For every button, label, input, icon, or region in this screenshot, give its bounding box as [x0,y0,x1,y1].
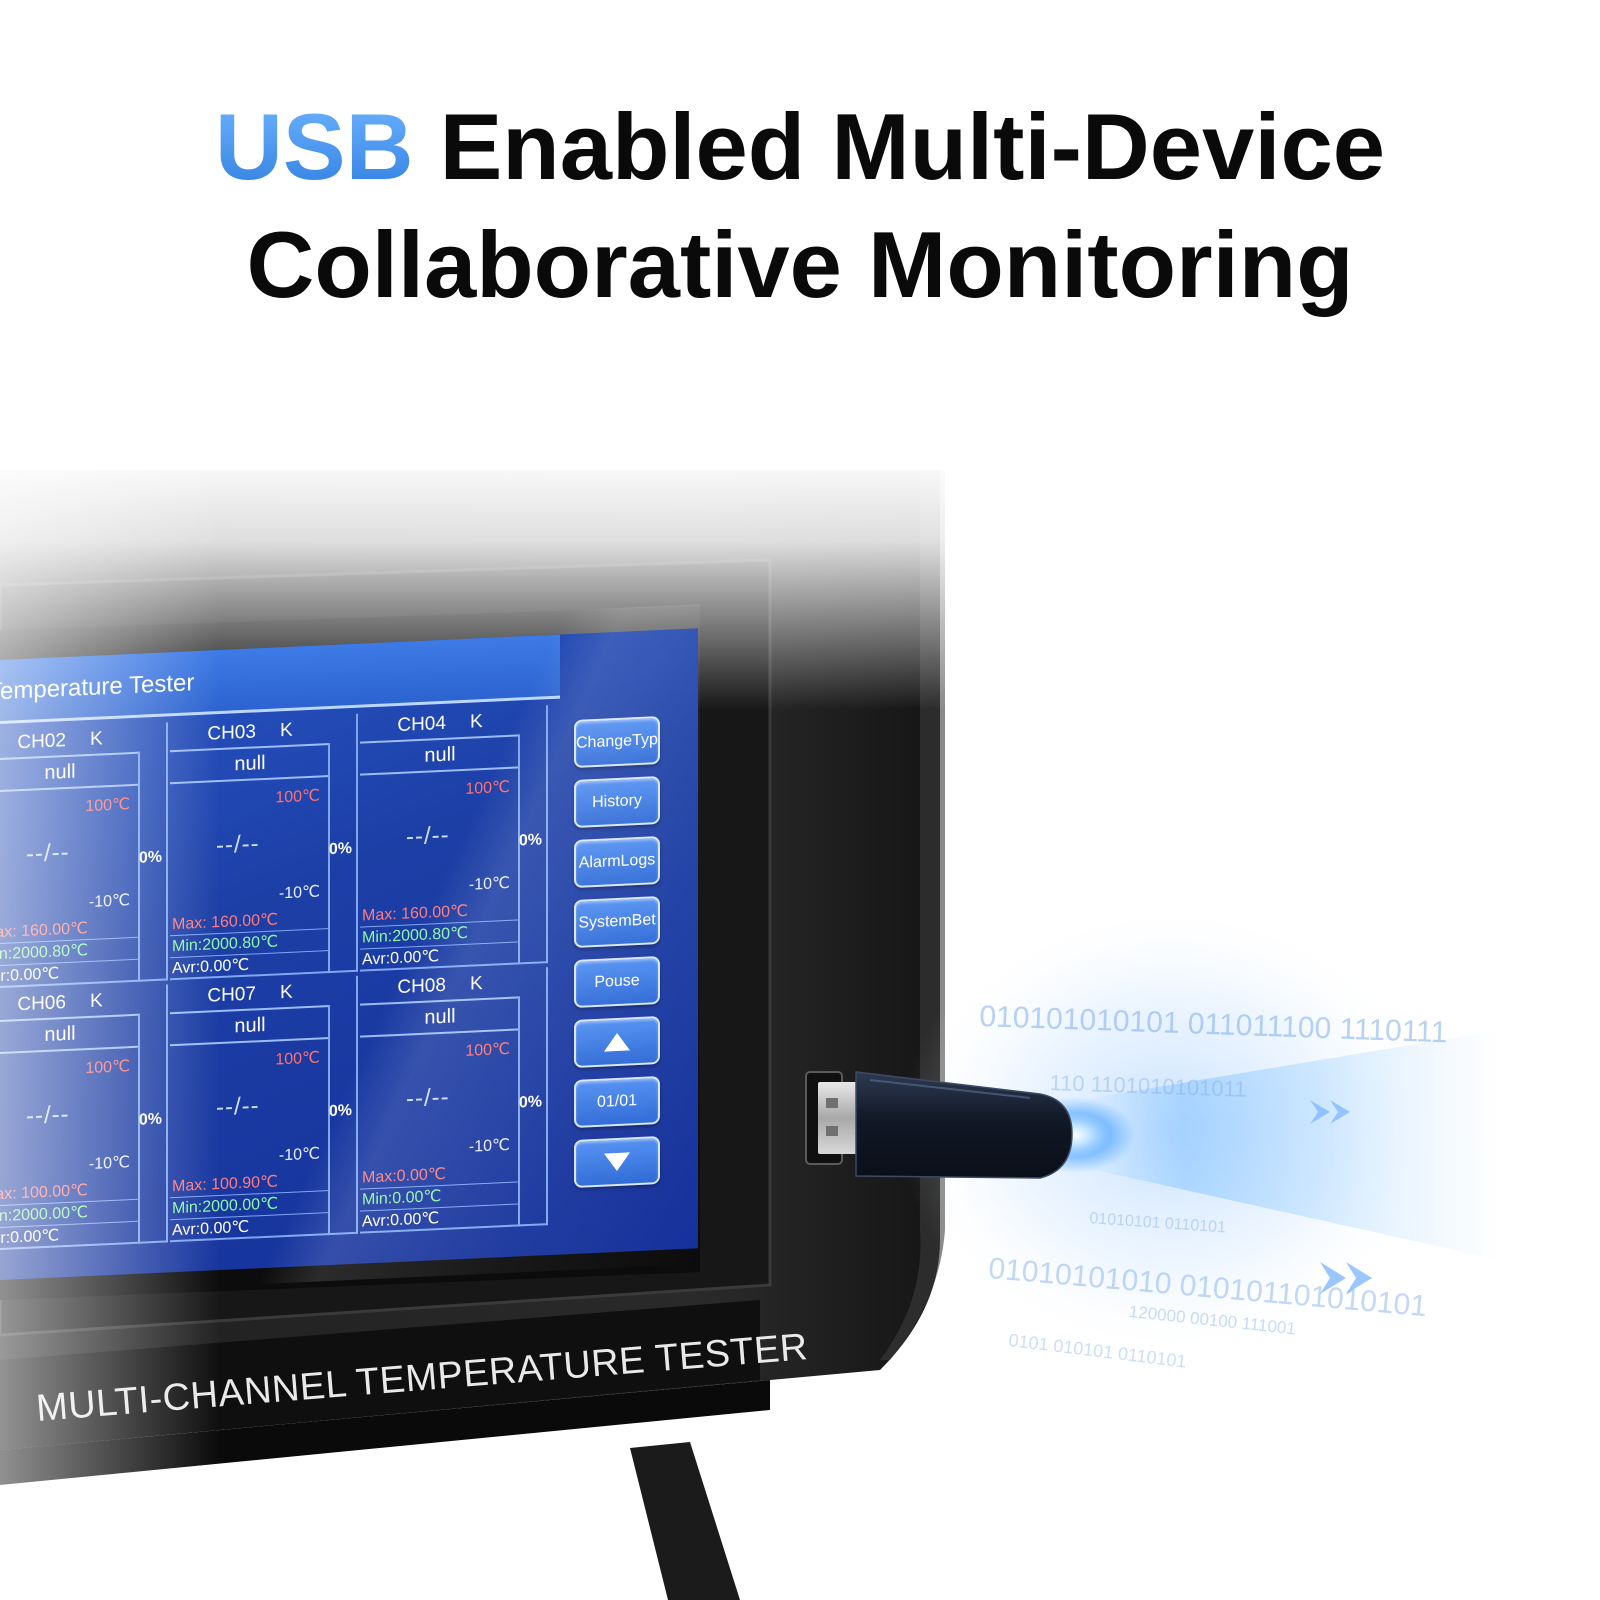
history-button[interactable]: History [574,776,660,828]
usb-drive[interactable] [855,1071,1073,1179]
pause-button[interactable]: Pouse [574,956,660,1008]
channel-low-limit: -10℃ [468,1136,510,1156]
device-stand [630,1442,740,1600]
headline-line-1: USB Enabled Multi-Device [0,88,1600,206]
channel-type: K [89,990,103,1012]
channel-percent: 0% [518,831,542,850]
channel-high-limit: 100℃ [275,787,320,807]
channel-reading: --/-- [216,1092,260,1122]
side-button-panel: ChangeType History AlarmLogs SystemBet P… [574,716,664,1200]
channel-reading: --/-- [216,830,260,860]
headline: USB Enabled Multi-Device Collaborative M… [0,88,1600,324]
channel-low-limit: -10℃ [468,874,510,894]
channel-low-limit: -10℃ [278,883,320,903]
headline-line-2: Collaborative Monitoring [246,212,1354,317]
channel-value: null [170,1007,330,1047]
channel-type: K [279,719,293,742]
channel-high-limit: 100℃ [275,1049,320,1069]
channel-percent: 0% [328,1102,352,1121]
headline-accent: USB [214,94,414,199]
chevron-right-icon [1310,1100,1350,1124]
system-set-button[interactable]: SystemBet [574,896,660,948]
arrow-down-icon [604,1152,630,1172]
channel-low-limit: -10℃ [278,1145,320,1165]
page-indicator-button[interactable]: 01/01 [574,1076,660,1128]
channel-name: CH07 [207,983,256,1007]
channel-type: K [469,711,483,733]
channel-avg: Avr:0.00℃ [0,965,60,986]
page-up-button[interactable] [574,1016,660,1068]
channel-percent: 0% [328,840,352,859]
channel-name: CH02 [17,730,66,754]
chevron-right-icon [1320,1262,1372,1294]
change-type-button[interactable]: ChangeType [574,716,660,768]
channel-low-limit: -10℃ [88,1154,130,1173]
alarm-logs-button[interactable]: AlarmLogs [574,836,660,888]
channel-reading: --/-- [406,821,450,851]
channel-name: CH03 [207,721,256,745]
channel-high-limit: 100℃ [465,1040,510,1060]
channel-type: K [89,728,103,750]
channel-value: null [0,1015,140,1055]
channel-percent: 0% [138,1110,162,1129]
channel-value: null [170,745,330,785]
headline-line-1-rest: Enabled Multi-Device [439,94,1385,199]
channel-high-limit: 100℃ [465,778,510,798]
channel-type: K [469,973,483,995]
channel-low-limit: -10℃ [88,892,130,911]
channel-name: CH04 [397,712,446,736]
channel-reading: --/-- [26,838,70,868]
channel-percent: 0% [138,848,162,867]
page-down-button[interactable] [574,1136,660,1188]
channel-name: CH06 [17,992,66,1016]
channel-high-limit: 100℃ [85,796,130,816]
channel-value: null [360,736,520,776]
channel-reading: --/-- [26,1100,70,1130]
data-beam [1050,1030,1500,1260]
channel-name: CH08 [397,974,446,998]
channel-percent: 0% [518,1093,542,1112]
channel-value: null [360,998,520,1038]
channel-value: null [0,753,140,793]
channel-reading: --/-- [406,1083,450,1113]
channel-avg: Avr:0.00℃ [0,1227,60,1248]
channel-high-limit: 100℃ [85,1058,130,1078]
channel-type: K [279,981,293,1004]
arrow-up-icon [604,1032,630,1052]
